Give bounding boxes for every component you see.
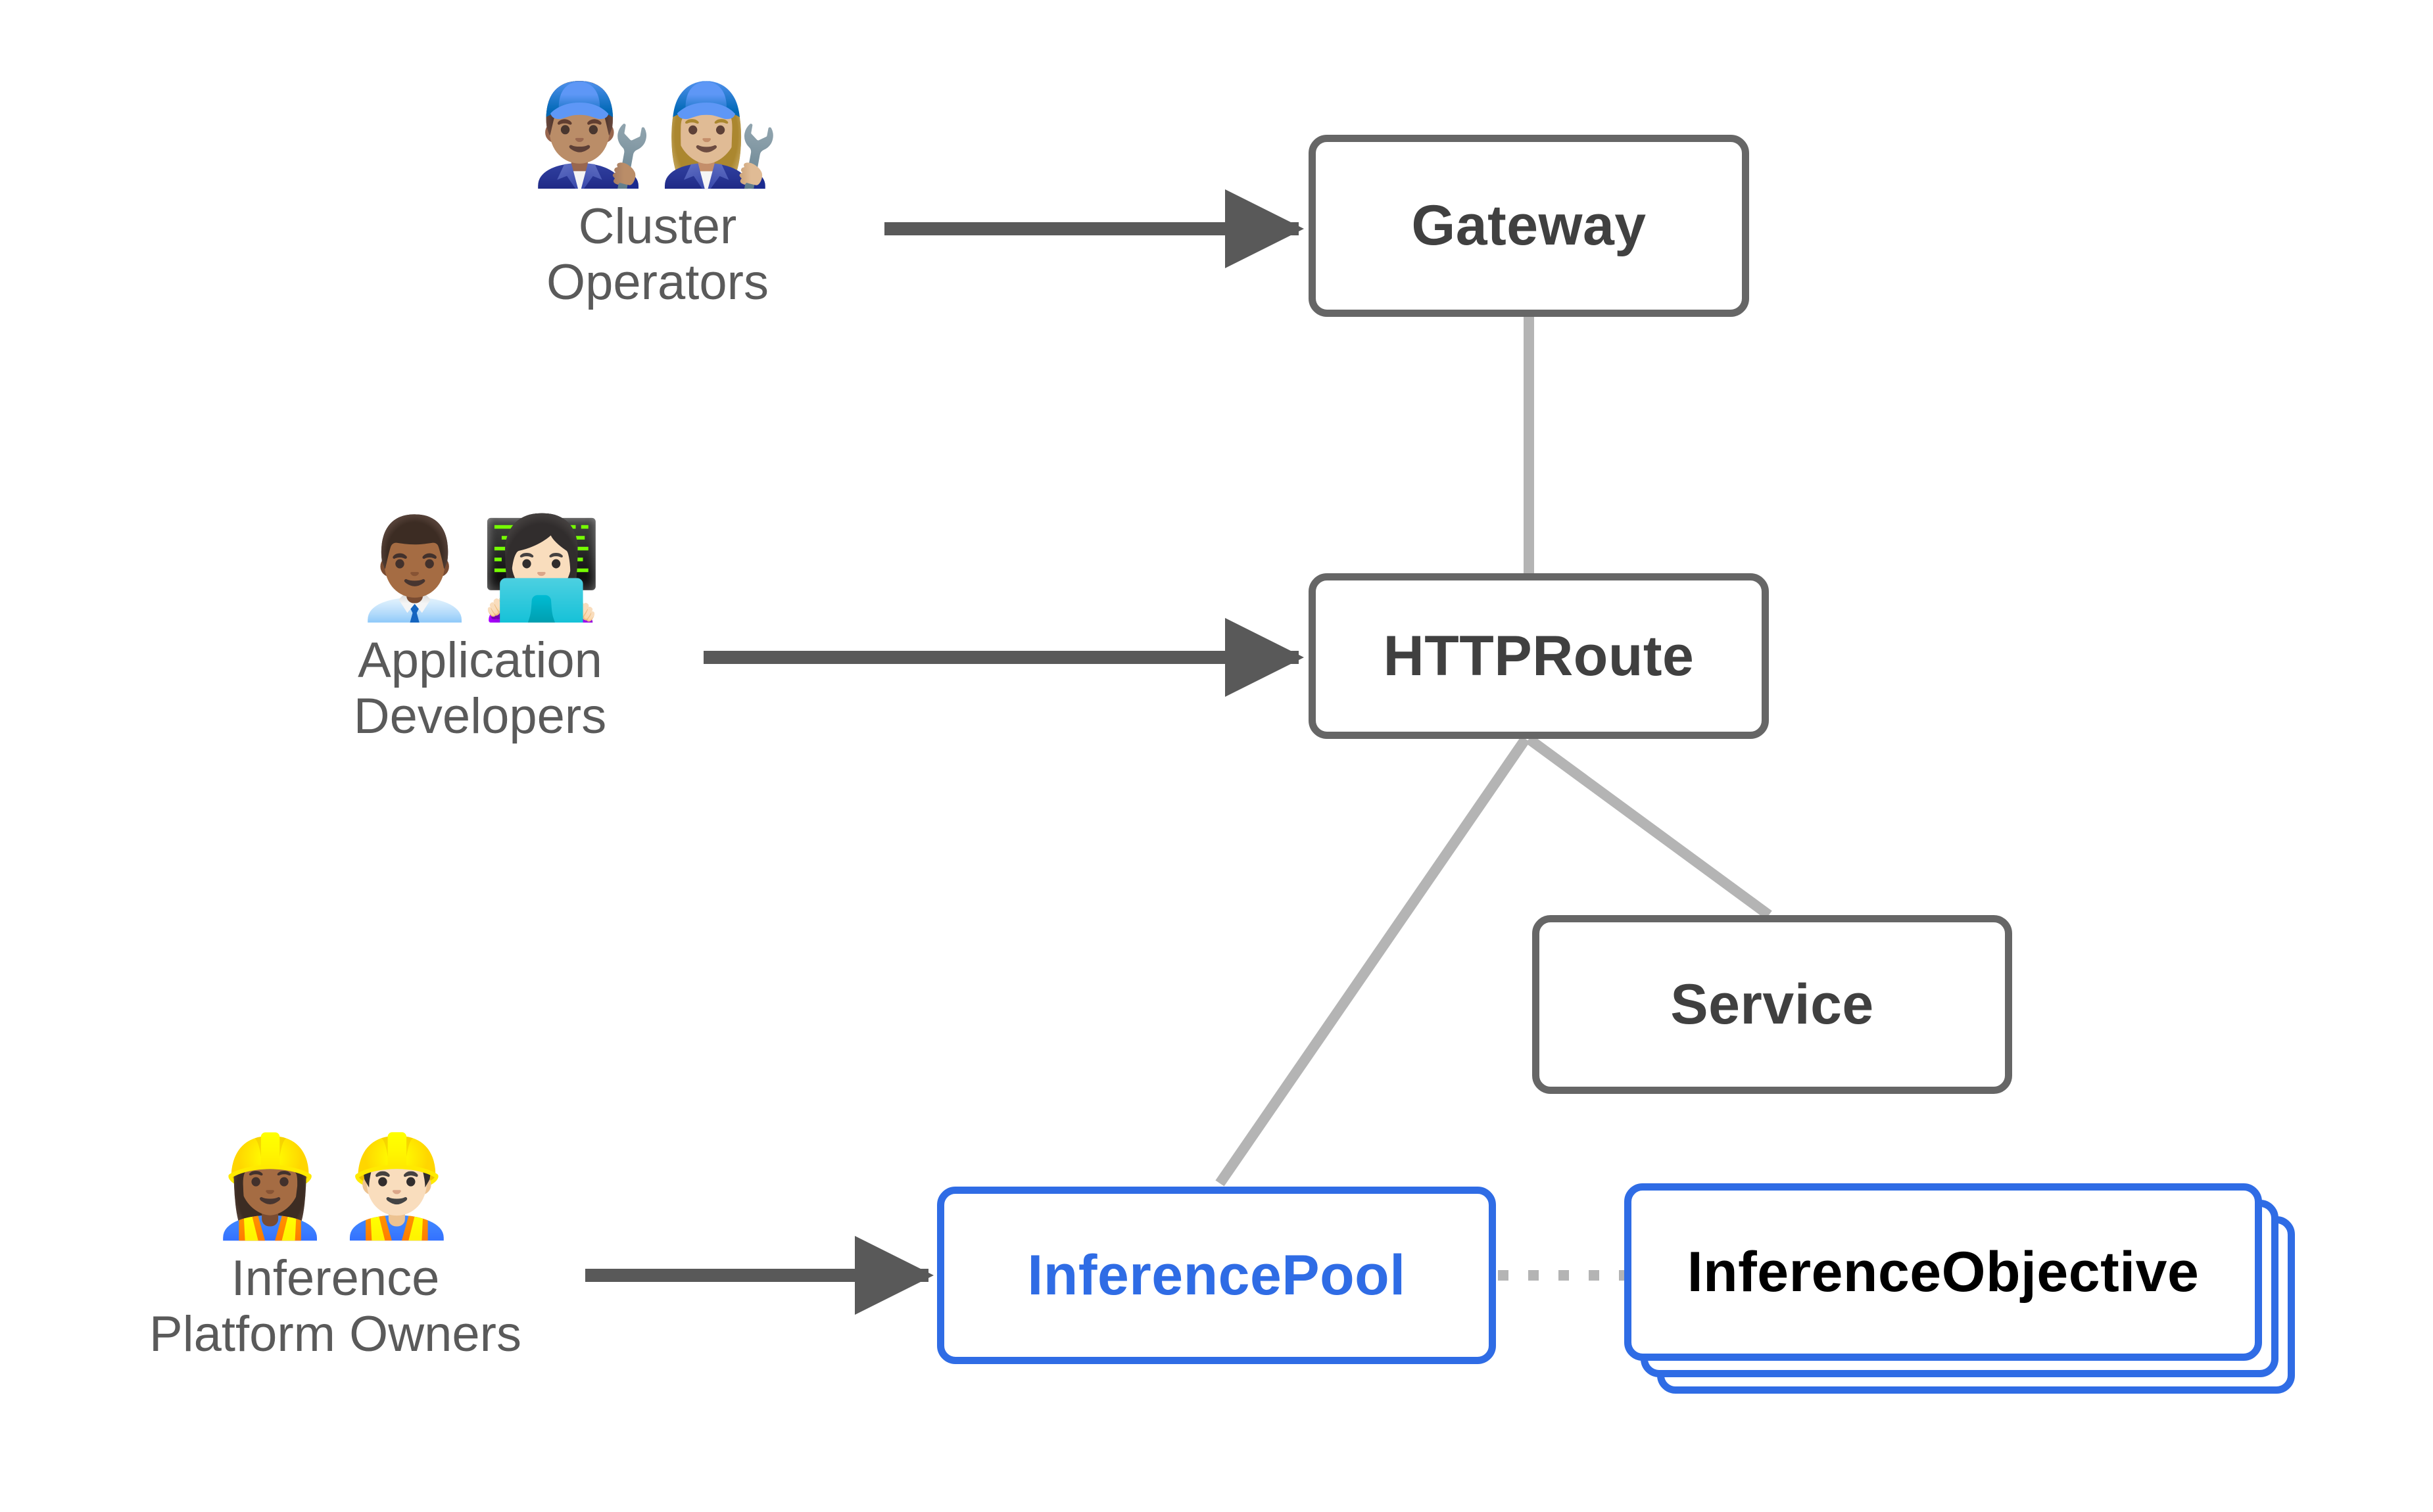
inference-platform-owners-emoji-pair: 👷🏾‍♀️👷🏻‍♂️ (208, 1129, 462, 1244)
node-service-label: Service (1670, 972, 1874, 1036)
node-httproute-label: HTTPRoute (1383, 624, 1695, 688)
node-gateway[interactable]: Gateway (1309, 135, 1749, 317)
node-service[interactable]: Service (1532, 915, 2012, 1094)
edge-httproute-to-inferencepool (1215, 736, 1530, 1187)
edge-inferencepool-to-inferenceobjective (1498, 1270, 1629, 1281)
node-inferencepool[interactable]: InferencePool (937, 1187, 1496, 1364)
persona-cluster-operators: 👨🏽‍🔧👩🏼‍🔧 Cluster Operators (487, 85, 829, 310)
inferenceobjective-card-front[interactable]: InferenceObjective (1624, 1183, 2262, 1361)
node-inferenceobjective-stack[interactable]: InferenceObjective (1624, 1183, 2295, 1394)
node-gateway-label: Gateway (1411, 194, 1647, 257)
node-inferencepool-label: InferencePool (1027, 1243, 1406, 1307)
edge-httproute-to-service (1526, 734, 1772, 920)
cluster-operators-emoji-pair: 👨🏽‍🔧👩🏼‍🔧 (531, 78, 784, 192)
application-developers-label: Application Developers (353, 632, 607, 745)
cluster-operators-label: Cluster Operators (546, 199, 769, 311)
node-inferenceobjective-label: InferenceObjective (1687, 1240, 2200, 1304)
inference-platform-owners-label: Inference Platform Owners (149, 1250, 521, 1363)
persona-application-developers: 👨🏾‍💼👩🏻‍💻 Application Developers (289, 519, 671, 744)
application-developers-emoji-pair: 👨🏾‍💼👩🏻‍💻 (353, 511, 607, 626)
persona-inference-platform-owners: 👷🏾‍♀️👷🏻‍♂️ Inference Platform Owners (85, 1137, 585, 1362)
node-httproute[interactable]: HTTPRoute (1309, 573, 1769, 739)
